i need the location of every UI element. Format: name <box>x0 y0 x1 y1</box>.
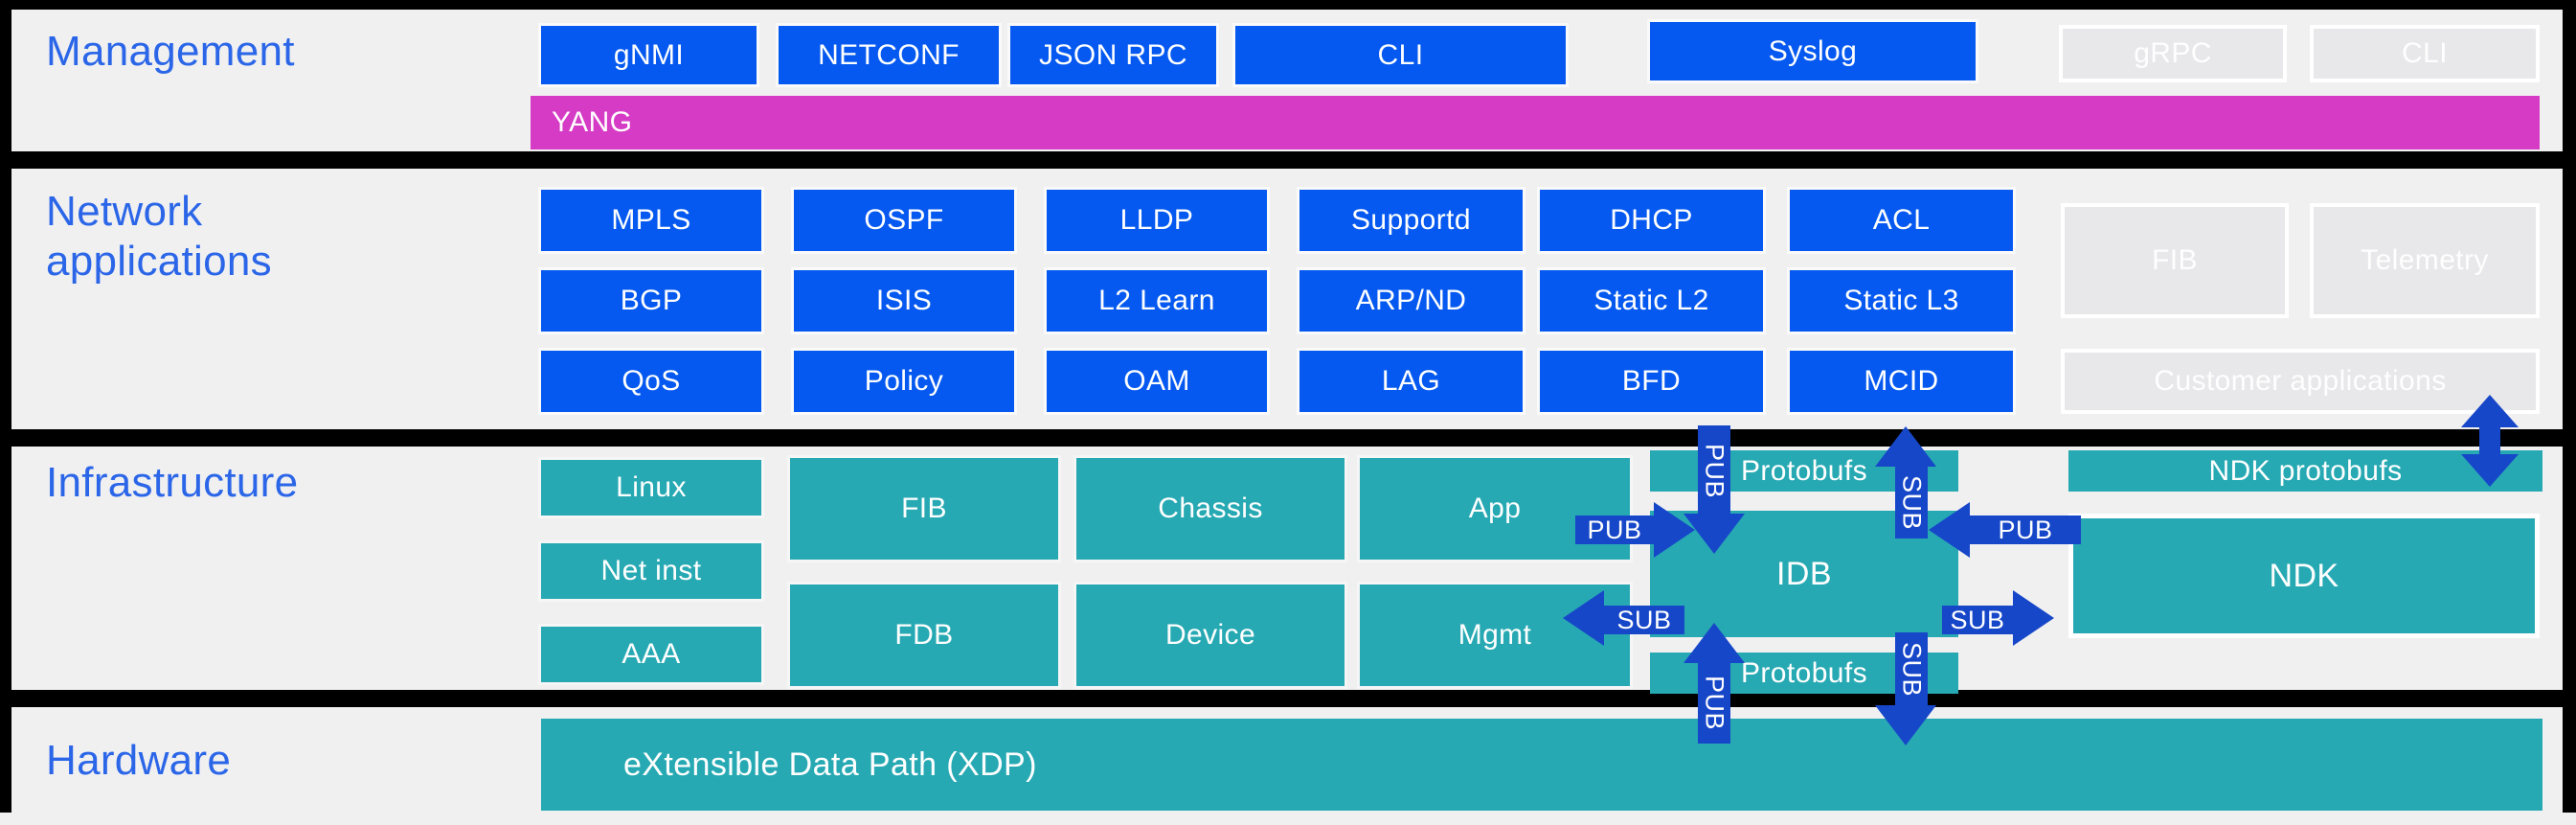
arrow-right-sub-head <box>2013 590 2054 646</box>
box-fdb: FDB <box>787 582 1061 689</box>
box-static-l2: Static L2 <box>1537 267 1766 334</box>
box-device: Device <box>1073 582 1347 689</box>
box-bfd: BFD <box>1537 348 1766 415</box>
box-static-l3: Static L3 <box>1787 267 2016 334</box>
box-chassis: Chassis <box>1073 455 1347 562</box>
arrow-bottom-sub-shaft <box>1895 632 1928 706</box>
box-aaa: AAA <box>538 624 764 685</box>
hardware-section-label: Hardware <box>46 737 232 784</box>
border-top <box>0 0 2576 10</box>
yang-bar: YANG <box>531 96 2540 149</box>
box-cli: CLI <box>1232 23 1569 87</box>
arrow-left-pub-head <box>1654 502 1695 558</box>
management-section-label: Management <box>46 28 295 75</box>
arrow-left-sub-label: SUB <box>1616 605 1672 634</box>
box-net-inst: Net inst <box>538 540 764 602</box>
xdp-bar: eXtensible Data Path (XDP) <box>541 719 2542 811</box>
box-json-rpc: JSON RPC <box>1007 23 1219 87</box>
arrow-bottom-pub-head <box>1683 623 1745 663</box>
box-mcid: MCID <box>1787 348 2016 415</box>
separator-infrastructure-hardware <box>0 690 2576 707</box>
arrow-bottom-sub-label: SUB <box>1897 641 1927 698</box>
box-grpc-future: gRPC <box>2059 25 2287 82</box>
box-linux: Linux <box>538 457 764 518</box>
arrow-ndk-customer-shaft <box>2479 425 2500 456</box>
box-netconf: NETCONF <box>776 23 1002 87</box>
arrow-right-pub-label: PUB <box>1998 515 2053 544</box>
box-mpls: MPLS <box>538 187 764 254</box>
arrow-top-sub-head <box>1875 426 1936 467</box>
separator-network-infrastructure <box>0 429 2576 447</box>
box-telemetry-future: Telemetry <box>2310 203 2540 318</box>
box-lag: LAG <box>1297 348 1525 415</box>
border-left <box>0 0 11 813</box>
box-syslog: Syslog <box>1647 19 1978 83</box>
box-lldp: LLDP <box>1044 187 1270 254</box>
box-dhcp: DHCP <box>1537 187 1766 254</box>
box-policy: Policy <box>791 348 1017 415</box>
box-l2-learn: L2 Learn <box>1044 267 1270 334</box>
separator-management-network <box>0 151 2576 169</box>
box-oam: OAM <box>1044 348 1270 415</box>
arrow-right-pub-head <box>1929 502 1970 558</box>
box-ospf: OSPF <box>791 187 1017 254</box>
arrow-ndk-customer-up-head <box>2461 395 2519 427</box>
arrow-top-pub-label: PUB <box>1700 444 1729 499</box>
arrow-left-sub-shaft <box>1604 606 1684 634</box>
arrow-left-pub-label: PUB <box>1587 515 1642 544</box>
arrow-right-pub-shaft <box>1970 516 2081 544</box>
arrow-top-sub-shaft <box>1895 466 1928 539</box>
arrow-bottom-pub-label: PUB <box>1700 675 1729 731</box>
box-gnmi: gNMI <box>538 23 759 87</box>
box-fib-infra: FIB <box>787 455 1061 562</box>
arrow-right-sub-shaft <box>1942 606 2013 634</box>
arrow-right-sub-label: SUB <box>1950 605 2005 634</box>
arrow-left-sub-head <box>1563 590 1604 646</box>
border-right <box>2563 0 2576 813</box>
box-arp-nd: ARP/ND <box>1297 267 1525 334</box>
arrow-bottom-pub-shaft <box>1698 662 1730 744</box>
box-fib-future: FIB <box>2061 203 2289 318</box>
network-applications-section-label: Network applications <box>46 188 272 285</box>
infrastructure-section-label: Infrastructure <box>46 459 299 506</box>
arrow-top-sub-label: SUB <box>1897 475 1927 531</box>
box-supportd: Supportd <box>1297 187 1525 254</box>
arrow-top-pub-shaft <box>1698 425 1730 516</box>
box-acl: ACL <box>1787 187 2016 254</box>
box-isis: ISIS <box>791 267 1017 334</box>
box-cli-future: CLI <box>2310 25 2540 82</box>
arrow-ndk-customer-down-head <box>2461 454 2519 487</box>
box-bgp: BGP <box>538 267 764 334</box>
ndk-box: NDK <box>2068 514 2540 638</box>
box-customer-applications: Customer applications <box>2061 349 2540 414</box>
arrow-left-pub-shaft <box>1575 516 1654 544</box>
box-qos: QoS <box>538 348 764 415</box>
arrow-bottom-sub-head <box>1875 705 1936 745</box>
